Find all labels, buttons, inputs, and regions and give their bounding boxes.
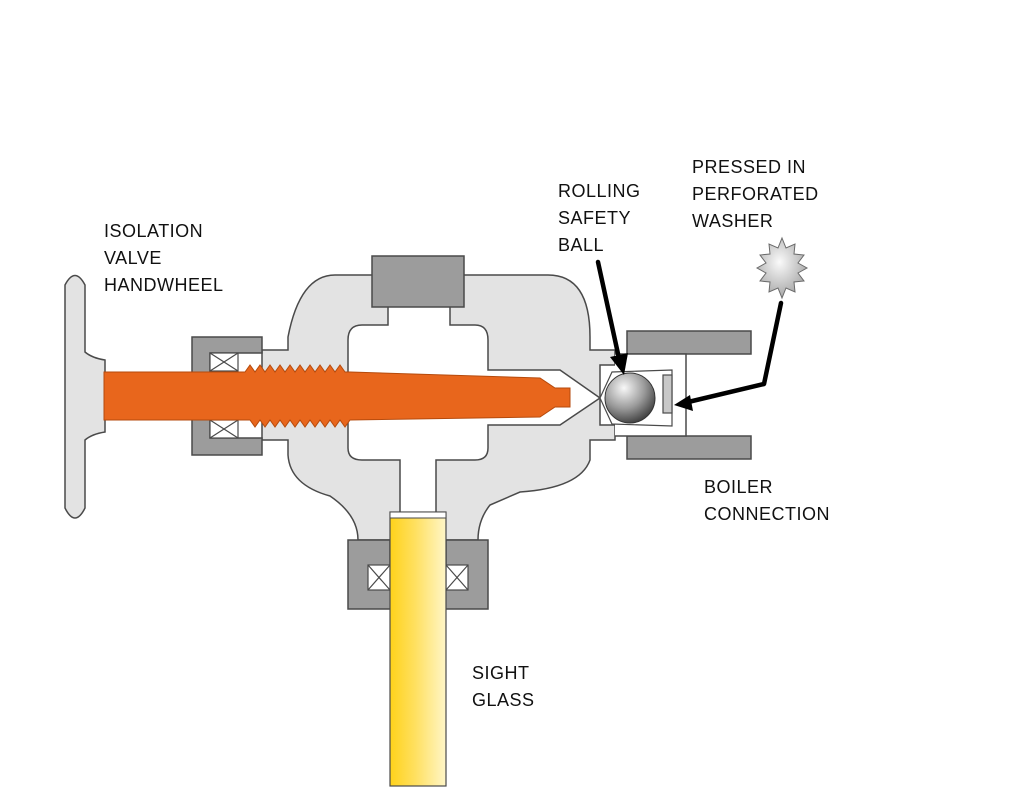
left-packing-top [209,352,239,372]
washer-label-line3: WASHER [692,211,774,231]
ball-arrow [595,259,628,375]
ball-label: ROLLING SAFETY BALL [558,178,641,259]
boiler-label-line2: CONNECTION [704,504,830,524]
sight-glass-packing-left [367,564,391,591]
boiler-label-line1: BOILER [704,477,774,497]
handwheel-label-line3: HANDWHEEL [104,275,224,295]
handwheel-label-line1: ISOLATION [104,221,204,241]
rolling-safety-ball [604,372,656,424]
ball-label-line3: BALL [558,235,605,255]
ball-label-line2: SAFETY [558,208,632,228]
sight-glass-label-line2: GLASS [472,690,535,710]
perforated-washer-icon [755,236,809,300]
handwheel-label: ISOLATION VALVE HANDWHEEL [104,218,224,299]
left-packing-bottom [209,419,239,439]
boiler-label: BOILER CONNECTION [704,474,830,528]
washer-label: PRESSED IN PERFORATED WASHER [692,154,819,235]
boiler-connection-upper [626,330,752,355]
top-cap [371,255,465,308]
washer-arrow [674,300,784,411]
boiler-connection-lower [626,435,752,460]
sight-glass-label-line1: SIGHT [472,663,530,683]
handwheel-label-line2: VALVE [104,248,162,268]
washer-label-line1: PRESSED IN [692,157,807,177]
ball-label-line1: ROLLING [558,181,641,201]
valve-stem [103,364,571,428]
handwheel [64,274,106,519]
sight-glass-packing-right [445,564,469,591]
sight-glass-label: SIGHT GLASS [472,660,535,714]
washer-label-line2: PERFORATED [692,184,819,204]
washer-in-place [662,374,673,414]
sight-glass-tube [389,511,447,787]
sight-glass-top [389,511,447,519]
